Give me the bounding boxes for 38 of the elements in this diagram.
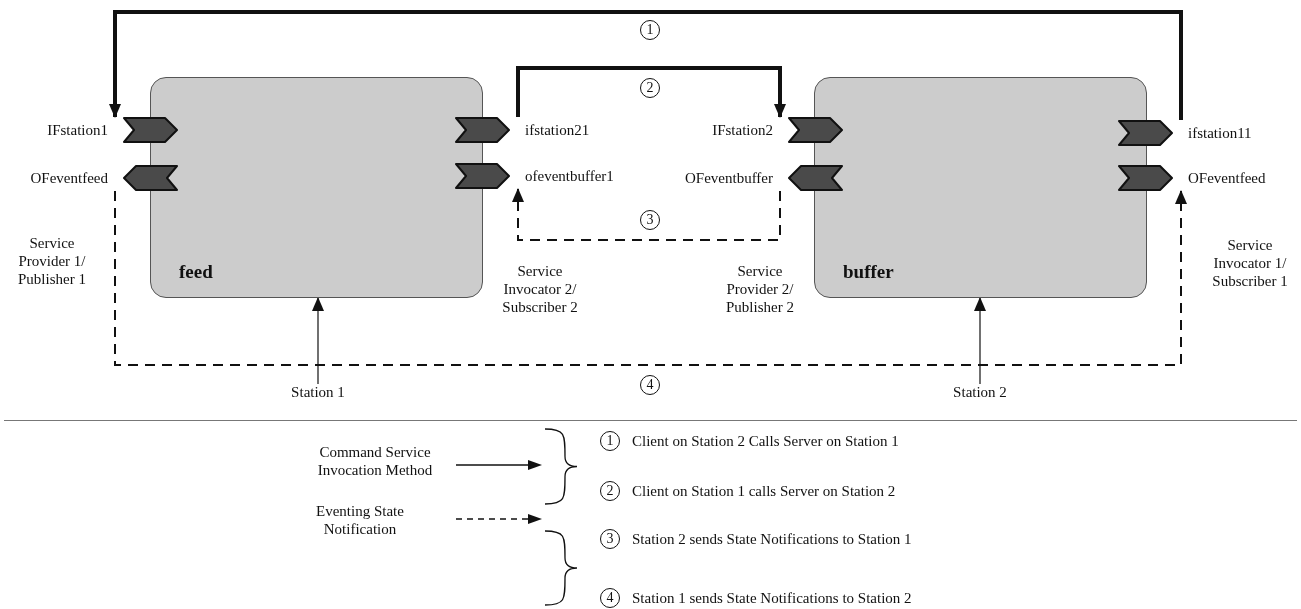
port-label: IFstation1 <box>47 121 108 139</box>
connector-arrow <box>109 10 1183 120</box>
port-label: OFeventfeed <box>30 169 108 187</box>
station-label: Station 1 <box>291 384 345 401</box>
legend-description: Station 2 sends State Notifications to Station 1 <box>632 530 912 548</box>
role-label: Service Provider 1/ Publisher 1 <box>17 234 87 288</box>
connector-arrow <box>974 297 986 385</box>
role-label: Service Invocator 1/ Subscriber 1 <box>1211 236 1289 290</box>
legend-label: Command Service Invocation Method <box>316 443 434 479</box>
legend-description: Client on Station 2 Calls Server on Station 1 <box>632 432 899 450</box>
callout-number: 4 <box>600 588 620 608</box>
station-label: Station 2 <box>953 384 1007 401</box>
role-label: Service Invocator 2/ Subscriber 2 <box>501 262 579 316</box>
callout-number: 1 <box>600 431 620 451</box>
component-box <box>814 77 1147 298</box>
callout-number: 3 <box>600 529 620 549</box>
component-box <box>150 77 483 298</box>
port-label: ofeventbuffer1 <box>525 167 614 185</box>
component-name: feed <box>179 261 213 283</box>
edge-label: 1 <box>640 20 660 40</box>
connector-arrow <box>312 297 324 385</box>
edge-label: 2 <box>640 78 660 98</box>
connector-arrow <box>512 188 781 241</box>
legend-description: Station 1 sends State Notifications to Station 2 <box>632 589 912 607</box>
legend-label: Eventing State Notification <box>315 502 405 538</box>
port-label: ifstation11 <box>1188 124 1252 142</box>
callout-number: 2 <box>600 481 620 501</box>
port-label: OFeventfeed <box>1188 169 1266 187</box>
component-name: buffer <box>843 261 894 283</box>
connector-arrow <box>114 190 1187 366</box>
edge-label: 3 <box>640 210 660 230</box>
edge-label: 4 <box>640 375 660 395</box>
port-label: OFeventbuffer <box>684 169 773 187</box>
role-label: Service Provider 2/ Publisher 2 <box>725 262 795 316</box>
legend-description: Client on Station 1 calls Server on Station 2 <box>632 482 896 500</box>
port-label: IFstation2 <box>712 121 773 139</box>
port-label: ifstation21 <box>525 121 590 139</box>
connector-arrow <box>516 66 786 118</box>
